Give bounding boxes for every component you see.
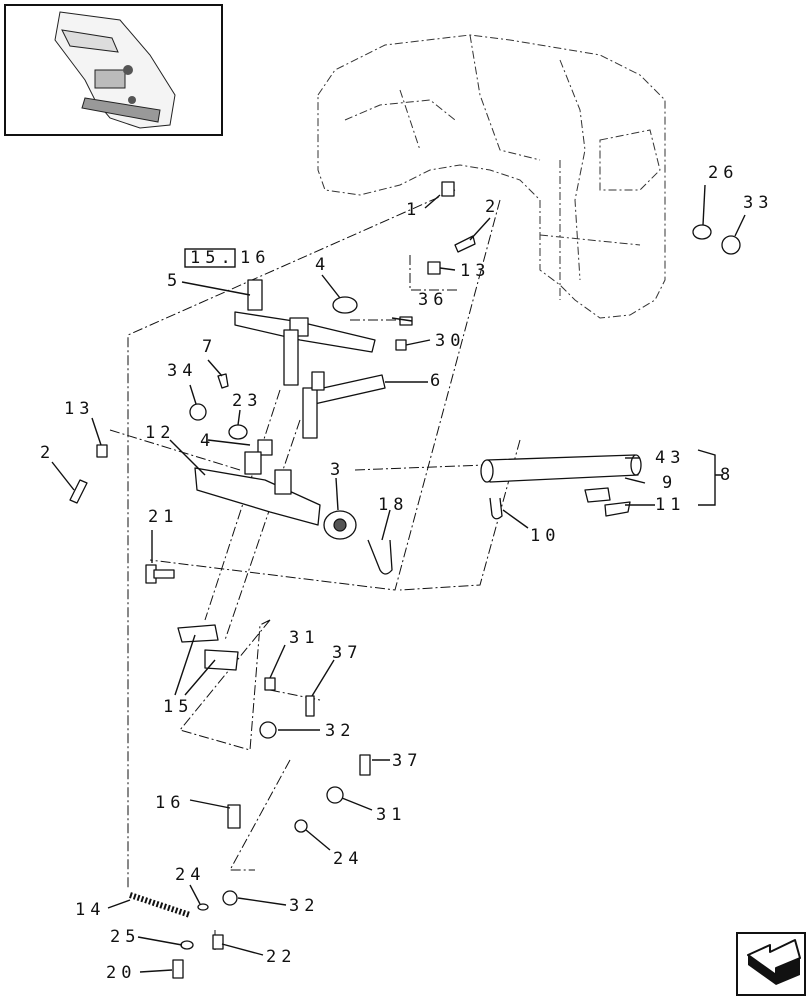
callout-25[interactable]: 25: [110, 927, 140, 947]
part-bracket-6: [302, 371, 386, 439]
previous-page-arrow-icon[interactable]: [736, 932, 806, 996]
callout-32-lower[interactable]: 32: [289, 896, 319, 916]
callout-33[interactable]: 33: [743, 193, 773, 213]
part-u-bolt-18: [367, 539, 393, 575]
callout-5[interactable]: 5: [167, 271, 182, 291]
callout-24-left[interactable]: 24: [175, 865, 205, 885]
part-spacer-4: [332, 296, 358, 314]
part-fitting-13: [427, 261, 441, 275]
part-bracket-16: [227, 804, 241, 829]
part-nut-30: [395, 339, 407, 351]
part-bolt-22: [212, 934, 224, 950]
part-tube-43: [480, 454, 642, 483]
part-pulley-3: [323, 510, 357, 540]
callout-21[interactable]: 21: [148, 507, 178, 527]
callout-8[interactable]: 8: [720, 465, 735, 485]
callout-37[interactable]: 37: [332, 643, 362, 663]
part-fitting-1: [441, 181, 455, 197]
callout-9[interactable]: 9: [662, 473, 677, 493]
callout-14[interactable]: 14: [75, 900, 105, 920]
callout-34[interactable]: 34: [167, 361, 197, 381]
callout-32[interactable]: 32: [325, 721, 355, 741]
part-nut-34: [189, 403, 207, 421]
part-spring-14: [129, 892, 191, 918]
callout-4[interactable]: 4: [315, 255, 330, 275]
callout-43[interactable]: 43: [655, 448, 685, 468]
callout-15[interactable]: 15: [163, 697, 193, 717]
callout-13[interactable]: 13: [460, 261, 490, 281]
part-plates-11: [584, 487, 631, 517]
callout-labels: 1 2 13 26 33 4 5 36 30 7 6 34 23 13 2 12…: [40, 163, 773, 983]
callout-4-lower[interactable]: 4: [200, 431, 215, 451]
part-bearings-15: [177, 624, 239, 671]
part-bolt-37b: [359, 754, 371, 776]
callout-18[interactable]: 18: [378, 495, 408, 515]
callout-7[interactable]: 7: [202, 337, 217, 357]
callout-22[interactable]: 22: [266, 947, 296, 967]
part-tube-2b: [69, 479, 88, 504]
part-key-7: [217, 373, 229, 389]
part-bolt-21: [145, 564, 175, 584]
overview-thumbnail-icon[interactable]: [4, 4, 223, 136]
part-fitting-13b: [96, 444, 108, 458]
assembly-lines: [109, 189, 521, 950]
part-bolt-20: [172, 959, 184, 979]
reference-box-text: 15.: [190, 248, 236, 268]
part-washer-26: [692, 224, 712, 240]
part-washer-25: [180, 940, 194, 950]
part-bracket-12: [194, 439, 321, 526]
part-washer-24: [294, 819, 308, 833]
callout-1[interactable]: 1: [406, 200, 421, 220]
callout-16[interactable]: 16: [155, 793, 185, 813]
callout-12[interactable]: 12: [145, 423, 175, 443]
reference-box-suffix: 16: [240, 248, 270, 268]
part-nut-32: [259, 721, 277, 739]
part-u-bolt-10: [489, 497, 503, 520]
part-washer-23: [228, 424, 248, 440]
callout-31[interactable]: 31: [289, 628, 319, 648]
machine-frame-outline: [317, 34, 666, 319]
callout-31-lower[interactable]: 31: [376, 805, 406, 825]
part-nut-32b: [222, 890, 238, 906]
callout-2-left[interactable]: 2: [40, 443, 55, 463]
leader-lines: [51, 184, 746, 973]
callout-13-left[interactable]: 13: [64, 399, 94, 419]
callout-23[interactable]: 23: [232, 391, 262, 411]
callout-26[interactable]: 26: [708, 163, 738, 183]
reference-box[interactable]: 15. 16: [184, 248, 270, 268]
part-bolt-31: [264, 677, 276, 691]
part-washer-24b: [197, 903, 209, 911]
callout-37-lower[interactable]: 37: [392, 751, 422, 771]
callout-36[interactable]: 36: [418, 290, 448, 310]
callout-30[interactable]: 30: [435, 331, 465, 351]
callout-3[interactable]: 3: [330, 460, 345, 480]
part-bracket-5: [234, 279, 376, 386]
part-nut-33: [721, 235, 741, 255]
callout-24[interactable]: 24: [333, 849, 363, 869]
callout-10[interactable]: 10: [530, 526, 560, 546]
callout-2[interactable]: 2: [485, 197, 500, 217]
callout-11[interactable]: 11: [655, 495, 685, 515]
part-bolt-37: [305, 695, 315, 717]
callout-20[interactable]: 20: [106, 963, 136, 983]
part-nut-31b: [326, 786, 344, 804]
callout-6[interactable]: 6: [430, 371, 445, 391]
